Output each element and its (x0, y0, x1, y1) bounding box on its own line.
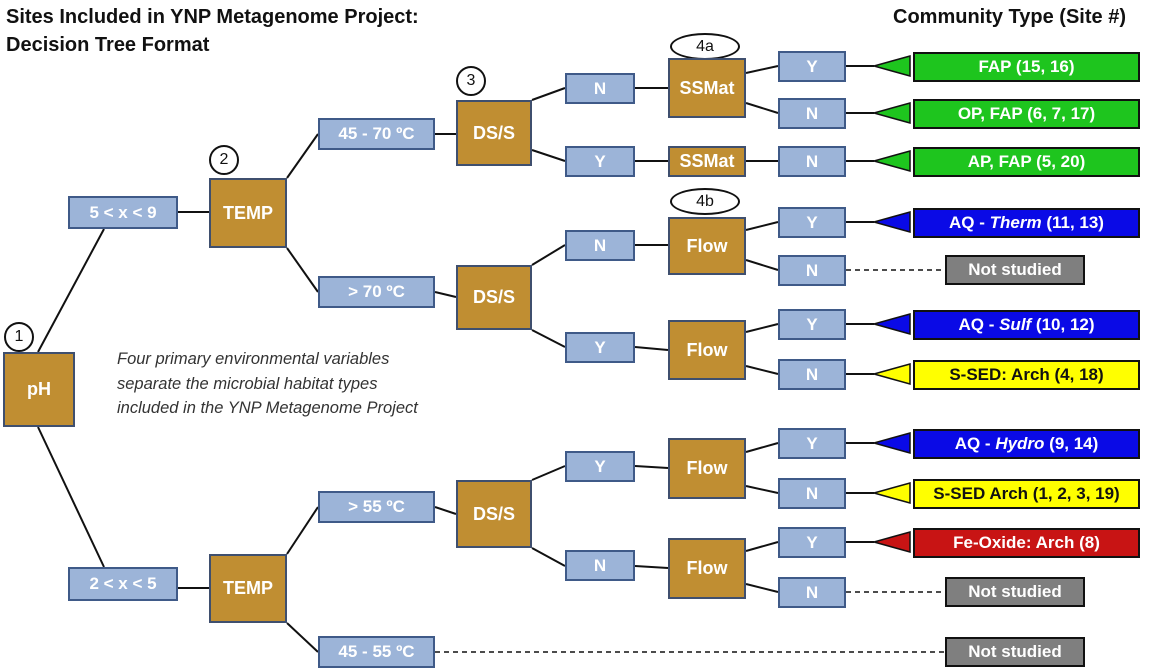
temp-node-upper: TEMP (209, 178, 287, 248)
result-aq-hydro: AQ - Hydro (9, 14) (913, 429, 1140, 459)
legend-title: Community Type (Site #) (893, 6, 1126, 28)
title-line-1: Sites Included in YNP Metagenome Project… (6, 6, 419, 28)
ssmat-node-2: SSMat (668, 146, 746, 177)
ssmat-1-no: N (778, 98, 846, 129)
arrow-green-1 (871, 55, 911, 77)
title-line-2: Decision Tree Format (6, 34, 210, 56)
caption-line-2: separate the microbial habitat types (117, 374, 378, 393)
arrow-green-2 (871, 102, 911, 124)
diagram-title: Sites Included in YNP Metagenome Project… (6, 3, 419, 59)
ph-node: pH (3, 352, 75, 427)
arrow-yellow-1 (871, 363, 911, 385)
result-aq-sulf: AQ - Sulf (10, 12) (913, 310, 1140, 340)
result-aq-hydro-sites: (9, 14) (1044, 434, 1099, 453)
step-2-circle: 2 (209, 145, 239, 175)
result-aq-therm: AQ - Therm (11, 13) (913, 208, 1140, 238)
ssmat-1-yes: Y (778, 51, 846, 82)
arrow-blue-2 (871, 313, 911, 335)
flow-2-yes: Y (778, 309, 846, 340)
dss-b-yes: Y (565, 332, 635, 363)
flow-1-no: N (778, 255, 846, 286)
result-aq-sulf-sites: (10, 12) (1031, 315, 1095, 334)
step-4a-circle: 4a (670, 33, 740, 60)
result-aq-sulf-genus: Sulf (999, 315, 1032, 334)
dss-c-yes: Y (565, 451, 635, 482)
flow-node-1: Flow (668, 217, 746, 275)
dss-a-no: N (565, 73, 635, 104)
caption: Four primary environmental variables sep… (117, 347, 517, 421)
result-not-studied-2: Not studied (945, 577, 1085, 607)
caption-line-3: included in the YNP Metagenome Project (117, 399, 418, 417)
result-aq-sulf-prefix: AQ - (958, 315, 1000, 334)
result-aq-therm-genus: Therm (989, 213, 1042, 232)
temp-value-45-70: 45 - 70 ºC (318, 118, 435, 150)
result-aq-hydro-genus: Hydro (995, 434, 1045, 453)
flow-4-no: N (778, 577, 846, 608)
result-s-sed-arch-4-18: S-SED: Arch (4, 18) (913, 360, 1140, 390)
flow-2-no: N (778, 359, 846, 390)
ph-value-low: 2 < x < 5 (68, 567, 178, 601)
flow-3-yes: Y (778, 428, 846, 459)
dss-node-b: DS/S (456, 265, 532, 330)
ph-value-high: 5 < x < 9 (68, 196, 178, 229)
result-aq-therm-sites: (11, 13) (1041, 213, 1104, 232)
result-not-studied-3: Not studied (945, 637, 1085, 667)
step-4b-circle: 4b (670, 188, 740, 215)
flow-1-yes: Y (778, 207, 846, 238)
result-aq-hydro-prefix: AQ - (954, 434, 996, 453)
result-fe-oxide-arch: Fe-Oxide: Arch (8) (913, 528, 1140, 558)
flow-node-2: Flow (668, 320, 746, 380)
arrow-red-1 (871, 531, 911, 553)
dss-node-c: DS/S (456, 480, 532, 548)
step-1-circle: 1 (4, 322, 34, 352)
temp-value-45-55: 45 - 55 ºC (318, 636, 435, 668)
result-ap-fap: AP, FAP (5, 20) (913, 147, 1140, 177)
flow-node-3: Flow (668, 438, 746, 499)
arrow-blue-1 (871, 211, 911, 233)
flow-node-4: Flow (668, 538, 746, 599)
result-op-fap: OP, FAP (6, 7, 17) (913, 99, 1140, 129)
flow-3-no: N (778, 478, 846, 509)
result-s-sed-arch-1-2-3-19: S-SED Arch (1, 2, 3, 19) (913, 479, 1140, 509)
arrow-blue-3 (871, 432, 911, 454)
result-fap-15-16: FAP (15, 16) (913, 52, 1140, 82)
dss-b-no: N (565, 230, 635, 261)
dss-c-no: N (565, 550, 635, 581)
caption-line-1: Four primary environmental variables (117, 350, 390, 368)
step-3-circle: 3 (456, 66, 486, 96)
dss-node-a: DS/S (456, 100, 532, 166)
temp-node-lower: TEMP (209, 554, 287, 623)
temp-value-gt55: > 55 ºC (318, 491, 435, 523)
dss-a-yes: Y (565, 146, 635, 177)
flow-4-yes: Y (778, 527, 846, 558)
ssmat-node-1: SSMat (668, 58, 746, 118)
result-not-studied-1: Not studied (945, 255, 1085, 285)
arrow-yellow-2 (871, 482, 911, 504)
temp-value-gt70: > 70 ºC (318, 276, 435, 308)
ssmat-2-no: N (778, 146, 846, 177)
result-aq-therm-prefix: AQ - (949, 213, 990, 232)
arrow-green-3 (871, 150, 911, 172)
